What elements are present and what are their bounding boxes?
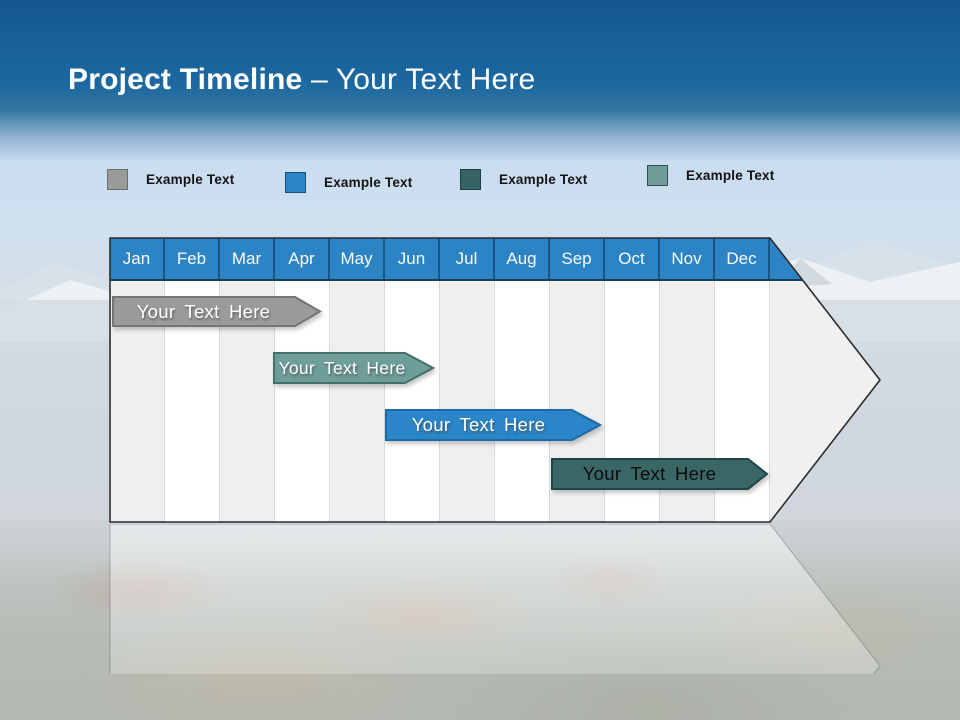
legend-item-blue[interactable]: Example Text xyxy=(285,172,412,193)
month-cell-may[interactable]: May xyxy=(330,238,385,279)
legend-label: Example Text xyxy=(324,175,413,190)
page-title[interactable]: Project Timeline – Your Text Here xyxy=(68,60,535,100)
legend-label: Example Text xyxy=(686,168,775,183)
task-bar-label[interactable]: Your Text Here xyxy=(278,357,406,378)
legend-swatch-gray[interactable] xyxy=(107,169,128,190)
month-cell-oct[interactable]: Oct xyxy=(605,238,660,279)
month-cell-jul[interactable]: Jul xyxy=(440,238,495,279)
task-bar-sage[interactable]: Your Text Here xyxy=(273,352,435,384)
title-main-text: Project Timeline xyxy=(68,63,303,96)
month-cell-aug[interactable]: Aug xyxy=(495,238,550,279)
task-bar-label[interactable]: Your Text Here xyxy=(411,414,546,435)
timeline-arrow-shape[interactable]: Jan Feb Mar Apr May Jun Jul Aug Sep Oct … xyxy=(110,238,880,522)
month-cell-dec[interactable]: Dec xyxy=(715,238,770,279)
legend-item-gray[interactable]: Example Text xyxy=(107,169,234,190)
month-cell-jun[interactable]: Jun xyxy=(385,238,440,279)
title-subtitle-text: – Your Text Here xyxy=(310,63,536,96)
legend-item-teal[interactable]: Example Text xyxy=(460,169,587,190)
legend-swatch-blue[interactable] xyxy=(285,172,306,193)
month-cell-apr[interactable]: Apr xyxy=(275,238,330,279)
month-cell-mar[interactable]: Mar xyxy=(220,238,275,279)
month-header-row: Jan Feb Mar Apr May Jun Jul Aug Sep Oct … xyxy=(110,238,880,281)
task-bar-teal[interactable]: Your Text Here xyxy=(551,458,769,490)
legend-item-sage[interactable]: Example Text xyxy=(647,165,774,186)
month-cell-sep[interactable]: Sep xyxy=(550,238,605,279)
legend-label: Example Text xyxy=(146,172,235,187)
month-cell-feb[interactable]: Feb xyxy=(165,238,220,279)
task-bar-label[interactable]: Your Text Here xyxy=(582,463,717,484)
header-band xyxy=(0,0,960,162)
month-cell-nov[interactable]: Nov xyxy=(660,238,715,279)
task-bar-label[interactable]: Your Text Here xyxy=(136,300,271,322)
month-cell-jan[interactable]: Jan xyxy=(110,238,165,279)
legend-swatch-sage[interactable] xyxy=(647,165,668,186)
task-bar-blue[interactable]: Your Text Here xyxy=(385,409,602,441)
legend-label: Example Text xyxy=(499,172,588,187)
legend-swatch-teal[interactable] xyxy=(460,169,481,190)
task-bar-gray[interactable]: Your Text Here xyxy=(112,296,322,327)
